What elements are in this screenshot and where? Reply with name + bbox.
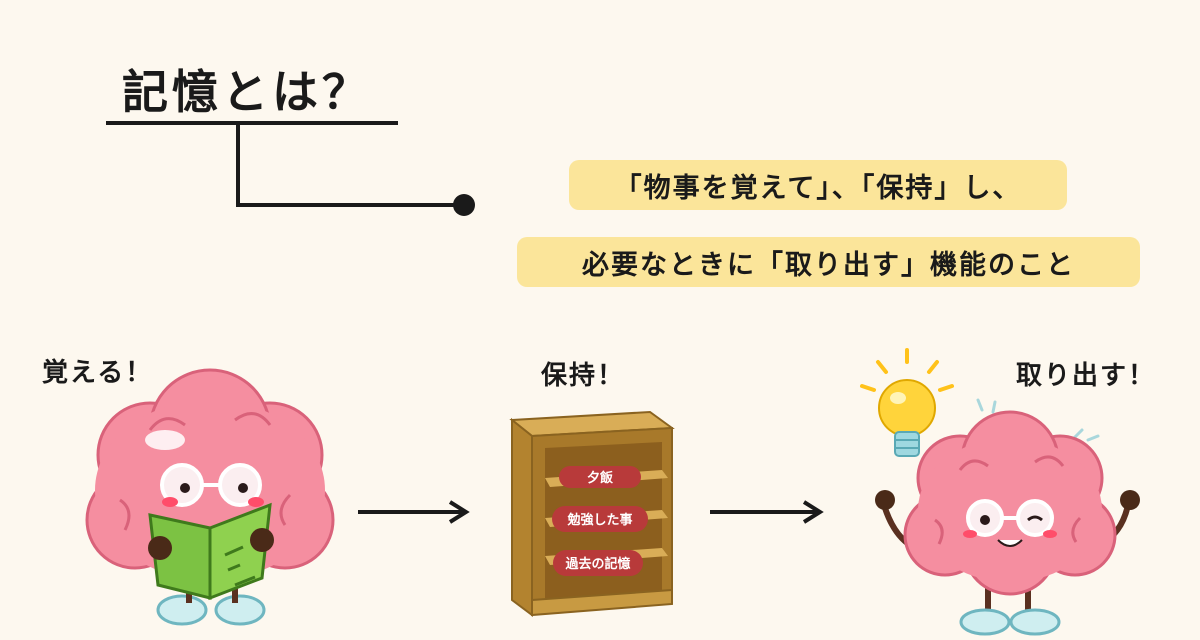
shelf-label-dinner: 夕飯: [587, 470, 613, 486]
shelf-label-studied: 勉強した事: [566, 512, 632, 528]
stage-label-encode: 覚える！: [42, 358, 154, 388]
definition-line-1: 「物事を覚えて」、「保持」し、: [569, 160, 1067, 210]
stage-label-store: 保持！: [541, 361, 626, 391]
page-title: 記憶とは？: [122, 65, 372, 119]
shelf-label-past-memories: 過去の記憶: [564, 556, 630, 572]
definition-line-2: 必要なときに「取り出す」機能のこと: [517, 237, 1140, 287]
stage-label-retrieve: 取り出す！: [1016, 361, 1157, 391]
